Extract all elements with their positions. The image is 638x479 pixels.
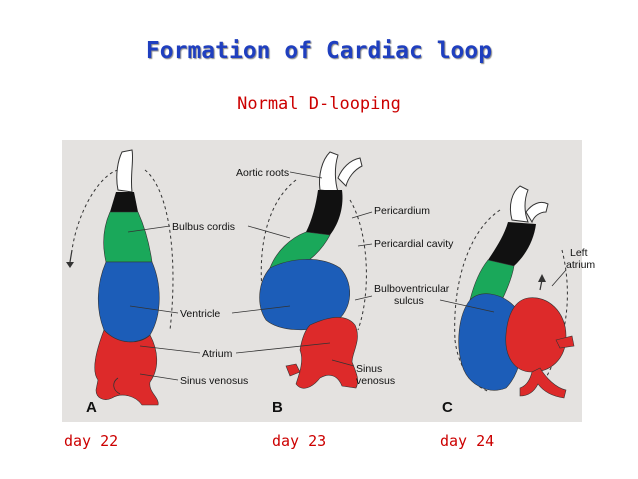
label-ventricle: Ventricle (180, 308, 220, 320)
label-bulboventricular: Bulboventricular (374, 283, 450, 295)
label-pericardial-cavity: Pericardial cavity (374, 238, 454, 250)
label-sulcus: sulcus (394, 295, 424, 307)
label-sinus-venosus: Sinus venosus (180, 375, 248, 387)
heart-c (454, 185, 575, 399)
label-sinus: Sinus (356, 363, 382, 375)
panel-label-c: C (442, 399, 453, 416)
heart-b (259, 151, 367, 389)
label-bulbus-cordis: Bulbus cordis (172, 221, 235, 233)
label-left: Left (570, 247, 588, 259)
label-atrium-c: atrium (566, 259, 595, 271)
label-pericardium: Pericardium (374, 205, 430, 217)
day-label-1: day 22 (64, 432, 119, 450)
day-label-3: day 24 (440, 432, 495, 450)
heart-a (66, 149, 174, 406)
label-aortic-roots: Aortic roots (236, 167, 289, 179)
leader-lines (127, 171, 567, 381)
slide-subtitle: Normal D-looping (237, 94, 401, 114)
label-venosus: venosus (356, 375, 395, 387)
panel-label-b: B (272, 399, 283, 416)
slide-title: Formation of Cardiac loop (145, 38, 493, 64)
label-atrium: Atrium (202, 348, 233, 360)
panel-label-a: A (86, 399, 97, 416)
day-label-2: day 23 (272, 432, 327, 450)
